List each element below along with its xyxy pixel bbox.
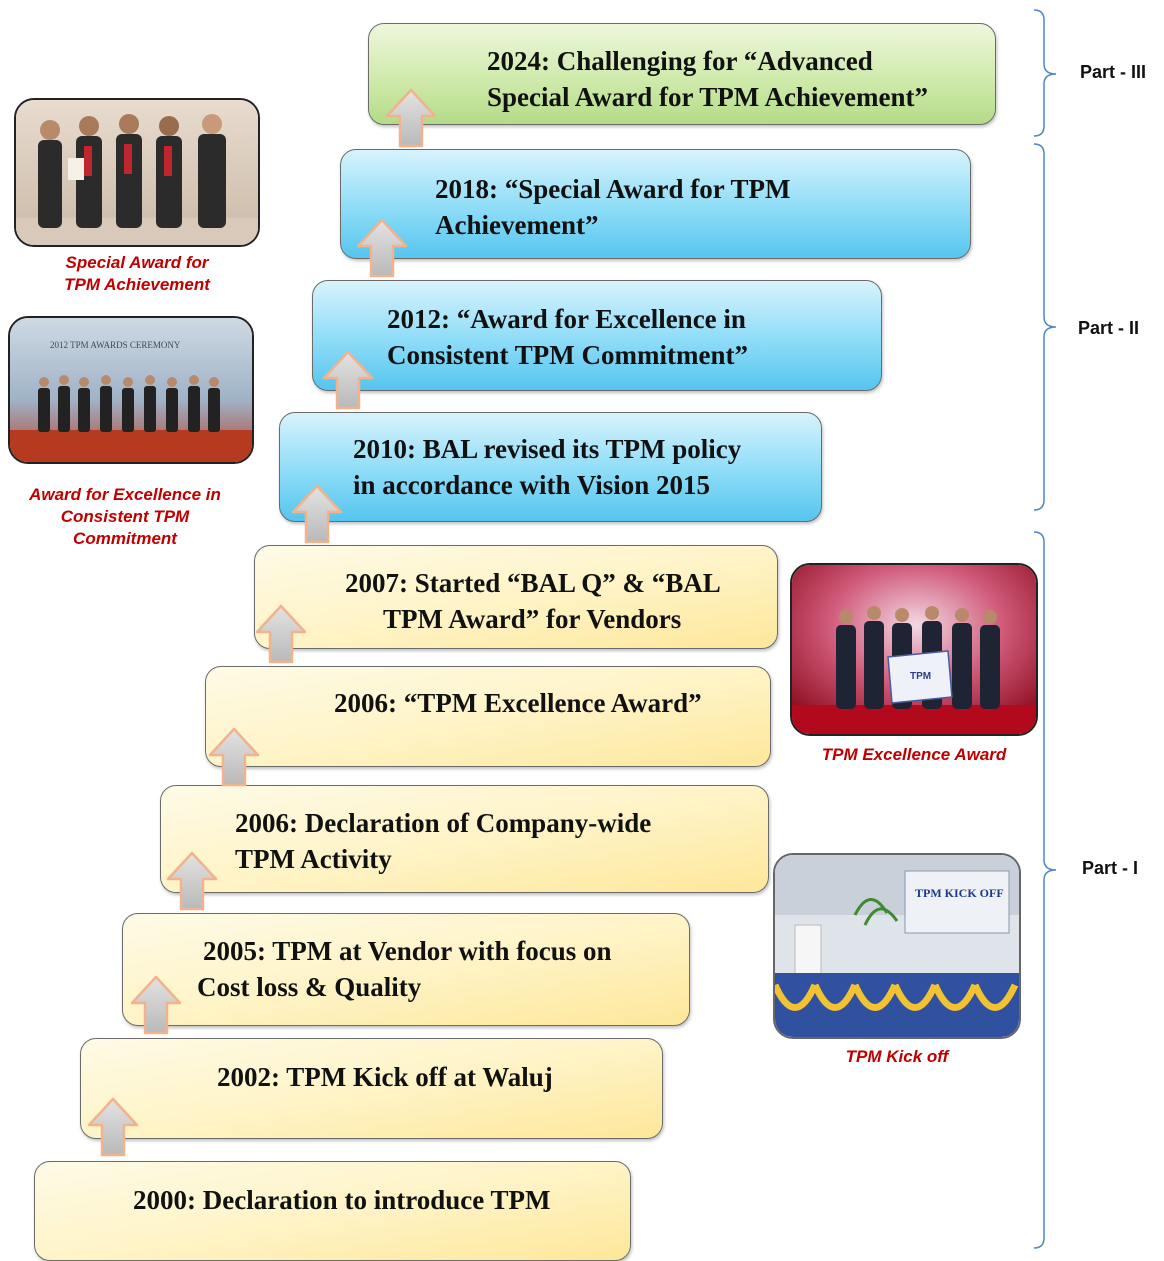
tpm-excellence-photo: TPM xyxy=(790,563,1038,736)
step-2007-line2: TPM Award” for Vendors xyxy=(383,604,682,634)
part2-brace xyxy=(1033,143,1057,511)
step-2000: 2000: Declaration to introduce TPM xyxy=(34,1161,631,1261)
step-2006-award: 2006: “TPM Excellence Award” xyxy=(205,666,771,767)
step-2018-line2: Achievement” xyxy=(435,210,599,240)
step-2002-text: 2002: TPM Kick off at Waluj xyxy=(217,1062,553,1092)
step-2024: 2024: Challenging for “Advanced Special … xyxy=(368,23,996,125)
excellence-consistent-photo: 2012 TPM AWARDS CEREMONY xyxy=(8,316,254,464)
up-arrow-icon xyxy=(166,851,218,911)
step-2010: 2010: BAL revised its TPM policy in acco… xyxy=(279,412,822,522)
up-arrow-icon xyxy=(322,350,374,410)
up-arrow-icon xyxy=(87,1097,139,1157)
part3-brace xyxy=(1033,9,1057,137)
tpm-kickoff-caption: TPM Kick off xyxy=(845,1047,949,1066)
up-arrow-icon xyxy=(291,484,343,544)
special-award-photo xyxy=(14,98,260,247)
step-2012-line1: 2012: “Award for Excellence in xyxy=(387,304,746,334)
step-2005-line2: Cost loss & Quality xyxy=(197,972,422,1002)
up-arrow-icon xyxy=(356,218,408,278)
special-award-caption-line1: Special Award for xyxy=(65,253,209,272)
step-2006-declaration-line1: 2006: Declaration of Company-wide xyxy=(235,808,652,838)
special-award-caption: Special Award for TPM Achievement xyxy=(14,252,260,296)
step-2018: 2018: “Special Award for TPM Achievement… xyxy=(340,149,971,259)
step-2006-award-text: 2006: “TPM Excellence Award” xyxy=(334,688,702,718)
up-arrow-icon xyxy=(385,88,437,148)
special-award-caption-line2: TPM Achievement xyxy=(64,275,210,294)
step-2012-line2: Consistent TPM Commitment” xyxy=(387,340,748,370)
excellence-caption-line1: Award for Excellence in xyxy=(29,485,221,504)
step-2010-line1: 2010: BAL revised its TPM policy xyxy=(353,434,742,464)
tpm-excellence-caption: TPM Excellence Award xyxy=(821,745,1007,764)
step-2024-line2: Special Award for TPM Achievement” xyxy=(487,82,928,112)
step-2012: 2012: “Award for Excellence in Consisten… xyxy=(312,280,882,391)
ceremony-banner: 2012 TPM AWARDS CEREMONY xyxy=(50,340,181,350)
step-2024-line1: 2024: Challenging for “Advanced xyxy=(487,46,873,76)
tpm-kickoff-photo: TPM KICK OFF xyxy=(773,853,1021,1039)
excellence-consistent-caption: Award for Excellence in Consistent TPM C… xyxy=(6,484,244,550)
step-2010-line2: in accordance with Vision 2015 xyxy=(353,470,711,500)
part1-label: Part - I xyxy=(1082,858,1139,878)
up-arrow-icon xyxy=(130,975,182,1035)
part3-label: Part - III xyxy=(1080,62,1147,82)
kickoff-banner: TPM KICK OFF xyxy=(915,886,1004,900)
excellence-caption-line2: Consistent TPM xyxy=(60,507,190,526)
step-2006-declaration-line2: TPM Activity xyxy=(235,844,392,874)
part1-brace xyxy=(1033,531,1057,1249)
step-2007: 2007: Started “BAL Q” & “BAL TPM Award” … xyxy=(254,545,778,649)
step-2007-line1: 2007: Started “BAL Q” & “BAL xyxy=(345,568,721,598)
step-2006-declaration: 2006: Declaration of Company-wide TPM Ac… xyxy=(160,785,769,893)
up-arrow-icon xyxy=(255,604,307,664)
part2-label: Part - II xyxy=(1078,318,1140,338)
step-2005-line1: 2005: TPM at Vendor with focus on xyxy=(203,936,612,966)
step-2005: 2005: TPM at Vendor with focus on Cost l… xyxy=(122,913,690,1026)
step-2000-text: 2000: Declaration to introduce TPM xyxy=(133,1185,551,1215)
excellence-caption-line3: Commitment xyxy=(73,529,177,548)
flag-text: TPM xyxy=(910,671,931,682)
step-2002: 2002: TPM Kick off at Waluj xyxy=(80,1038,663,1139)
up-arrow-icon xyxy=(208,727,260,787)
step-2018-line1: 2018: “Special Award for TPM xyxy=(435,174,791,204)
